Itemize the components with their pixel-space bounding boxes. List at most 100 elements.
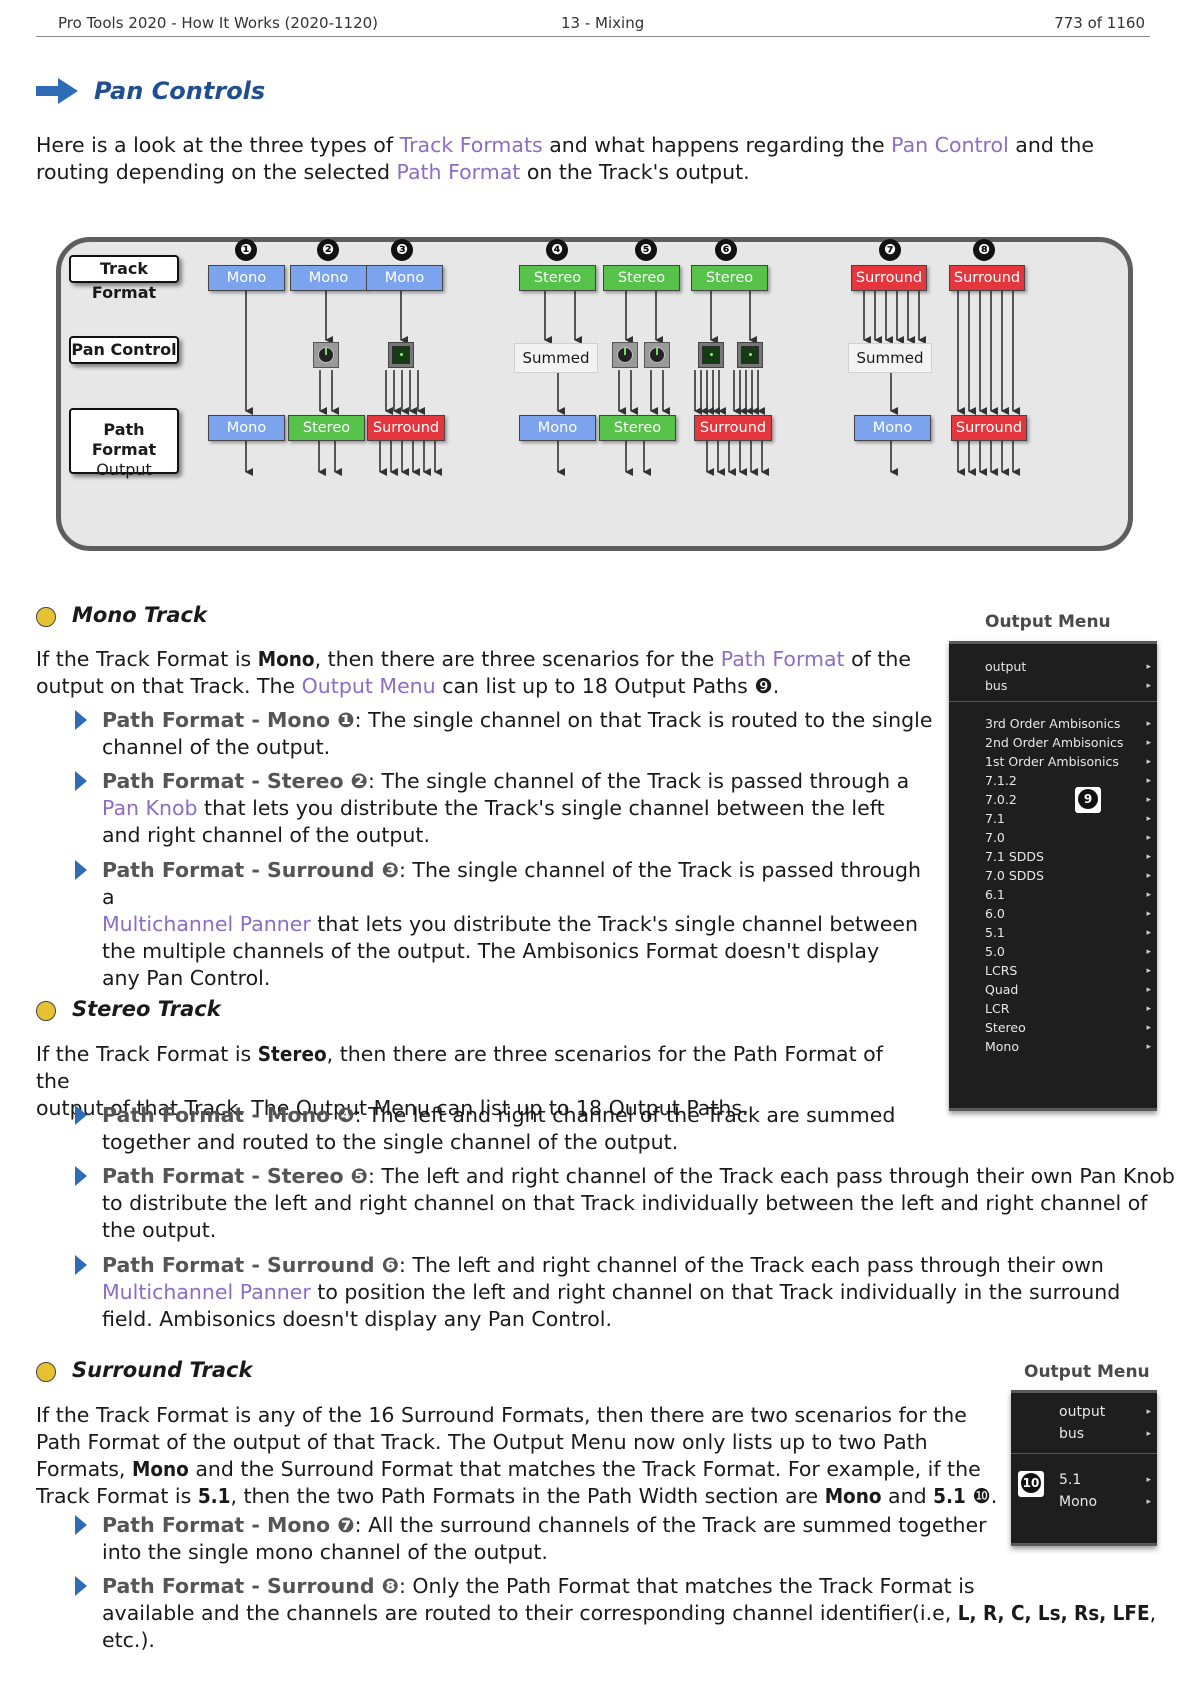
submenu-arrow-icon: ▸ [1146,966,1151,976]
bullet-text: : The single channel on that Track is ro… [354,708,933,732]
bullet-title: Path Format - Mono ❶ [102,708,355,732]
para-bold: Mono [824,1484,882,1508]
para-bold: 5.1 [933,1484,966,1508]
link-output-menu[interactable]: Output Menu [301,674,436,698]
menu-item-label: Quad [985,982,1019,997]
bullet-dot-icon [36,1001,56,1021]
bullet-title: Path Format - Stereo ❷ [102,769,369,793]
routing-arrows [245,291,1020,476]
link-path-format[interactable]: Path Format [720,647,845,671]
menu-item-label: output [985,659,1027,674]
para-text: output on that Track. The [36,674,302,698]
summed-label: Summed [514,343,598,373]
book-title: Pro Tools 2020 - How It Works (2020-1120… [58,14,379,32]
submenu-arrow-icon: ▸ [1146,1475,1151,1485]
submenu-arrow-icon: ▸ [1146,814,1151,824]
menu-item-label: bus [1059,1426,1085,1442]
callout-number: 9 [1078,789,1098,809]
intro-paragraph: Here is a look at the three types of Tra… [36,132,1146,186]
link-track-formats[interactable]: Track Formats [399,133,543,157]
bullet-triangle-icon [75,1576,87,1596]
output-menu-title: Output Menu [985,612,1111,632]
track-format-mono: Mono [290,265,367,291]
para-bold: Mono [257,647,315,671]
scenario-number-5: ❺ [635,239,657,261]
intro-text: and the routing depending on the selecte… [36,133,1095,184]
submenu-arrow-icon: ▸ [1146,1497,1151,1507]
submenu-arrow-icon: ▸ [1146,928,1151,938]
mono-track-title: Mono Track [72,603,207,627]
submenu-arrow-icon: ▸ [1146,795,1151,805]
intro-text: and what happens regarding the [542,133,892,157]
para-text: Path Format of the output of that Track.… [36,1430,928,1454]
scenario-number-6: ❻ [715,239,737,261]
bullet-title: Path Format - Stereo ❺ [102,1164,369,1188]
link-pan-control[interactable]: Pan Control [891,133,1009,157]
track-format-stereo: Stereo [691,265,768,291]
bullet-triangle-icon [75,860,87,880]
menu-separator [949,701,1157,702]
callout-badge: 9 [1074,786,1102,814]
menu-item-label: 7.0 [985,830,1005,845]
bullet-triangle-icon [75,1255,87,1275]
chapter-title: 13 - Mixing [561,14,645,32]
pan-routing-diagram: Track Format Pan Control Path Format Out… [56,237,1133,551]
pan-knob-icon [644,342,670,368]
track-format-surround: Surround [949,265,1025,291]
stereo-track-title: Stereo Track [72,997,221,1021]
menu-item-label: 7.1.2 [985,773,1017,788]
para-text: , then there are three scenarios for the [314,647,721,671]
menu-item-label: Stereo [985,1020,1026,1035]
track-format-mono: Mono [366,265,443,291]
surround-track-paragraph: If the Track Format is any of the 16 Sur… [36,1402,998,1510]
menu-item-label: 6.0 [985,906,1005,921]
submenu-arrow-icon: ▸ [1146,681,1151,691]
menu-separator [1011,1453,1157,1454]
submenu-arrow-icon: ▸ [1146,662,1151,672]
bullet-text: the output. [102,1218,217,1242]
channel-identifiers: L, R, C, Ls, Rs, LFE [957,1601,1150,1625]
submenu-arrow-icon: ▸ [1146,833,1151,843]
menu-item-label: 6.1 [985,887,1005,902]
bullet-text: : All the surround channels of the Track… [354,1513,987,1537]
bullet-text: any Pan Control. [102,966,271,990]
bullet-text: available and the channels are routed to… [102,1601,958,1625]
bullet-text: into the single mono channel of the outp… [102,1540,548,1564]
path-format-mono: Mono [208,415,285,441]
callout-number: 10 [1021,1473,1041,1493]
submenu-arrow-icon: ▸ [1146,776,1151,786]
menu-item-label: bus [985,678,1008,693]
arrow-right-icon [36,78,78,104]
submenu-arrow-icon: ▸ [1146,852,1151,862]
link-pan-knob[interactable]: Pan Knob [102,796,198,820]
link-multichannel-panner[interactable]: Multichannel Panner [102,1280,311,1304]
callout-badge: 10 [1017,1470,1045,1498]
row-label-pan-control: Pan Control [69,336,179,364]
multichannel-panner-icon [698,342,724,368]
menu-item-label: LCR [985,1001,1010,1016]
submenu-arrow-icon: ▸ [1146,985,1151,995]
scenario-number-7: ❼ [879,239,901,261]
submenu-arrow-icon: ▸ [1146,1407,1151,1417]
para-text: ❿. [965,1484,998,1508]
para-text: of the [844,647,912,671]
submenu-arrow-icon: ▸ [1146,947,1151,957]
menu-item-label: Mono [1059,1494,1098,1510]
submenu-arrow-icon: ▸ [1146,871,1151,881]
link-multichannel-panner[interactable]: Multichannel Panner [102,912,311,936]
menu-item-label: output [1059,1404,1106,1420]
menu-item-label: 3rd Order Ambisonics [985,716,1121,731]
para-text: Track Format is [36,1484,198,1508]
link-path-format[interactable]: Path Format [396,160,521,184]
bullet-triangle-icon [75,1166,87,1186]
submenu-arrow-icon: ▸ [1146,738,1151,748]
bullet-text: : The left and right channel of the Trac… [368,1164,1175,1188]
bullet-dot-icon [36,607,56,627]
path-format-stereo: Stereo [288,415,365,441]
menu-item-label: 5.1 [985,925,1005,940]
bullet-dot-icon [36,1362,56,1382]
para-bold: 5.1 [197,1484,231,1508]
para-bold: Mono [131,1457,189,1481]
mono-track-paragraph: If the Track Format is Mono, then there … [36,646,916,700]
para-text: If the Track Format is [36,1042,258,1066]
